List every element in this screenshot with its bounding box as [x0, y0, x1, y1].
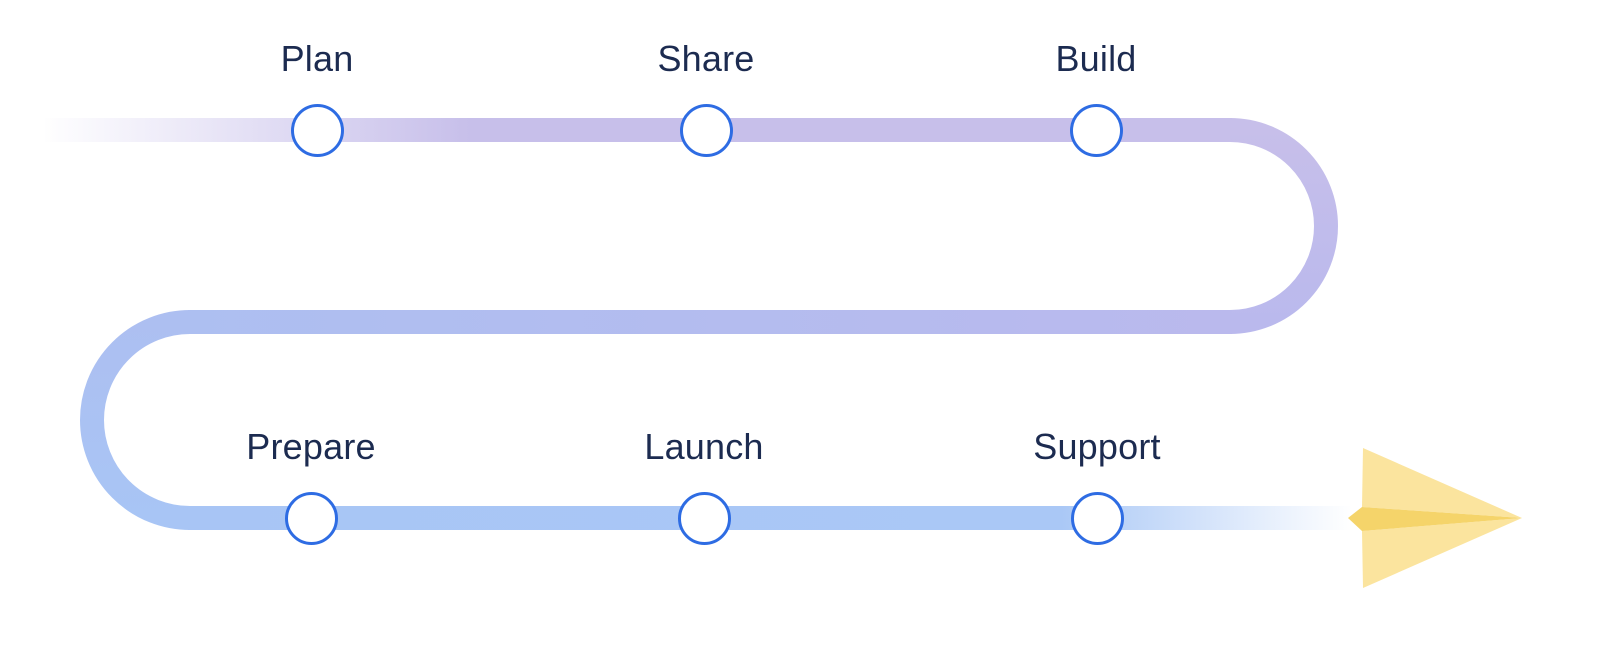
- stage-label-prepare: Prepare: [246, 426, 376, 467]
- paper-plane-icon: [1348, 448, 1522, 588]
- stage-marker-circle-support: [1070, 491, 1124, 545]
- stage-marker-circle-build: [1069, 103, 1123, 157]
- stage-label-plan: Plan: [280, 38, 354, 79]
- plane-bottom-wing: [1362, 518, 1522, 588]
- plane-body-fold: [1348, 507, 1522, 531]
- stage-label-support: Support: [1033, 426, 1161, 467]
- path-left-turn: [80, 310, 191, 530]
- stage-marker-circle-prepare: [284, 491, 338, 545]
- stage-marker-circle-share: [679, 103, 733, 157]
- plane-top-wing: [1362, 448, 1522, 518]
- stage-marker-circle-launch: [677, 491, 731, 545]
- path-right-turn: [1229, 118, 1338, 334]
- stage-label-build: Build: [1055, 38, 1137, 79]
- stage-label-launch: Launch: [644, 426, 764, 467]
- stage-marker-circle-plan: [290, 103, 344, 157]
- stage-label-share: Share: [657, 38, 755, 79]
